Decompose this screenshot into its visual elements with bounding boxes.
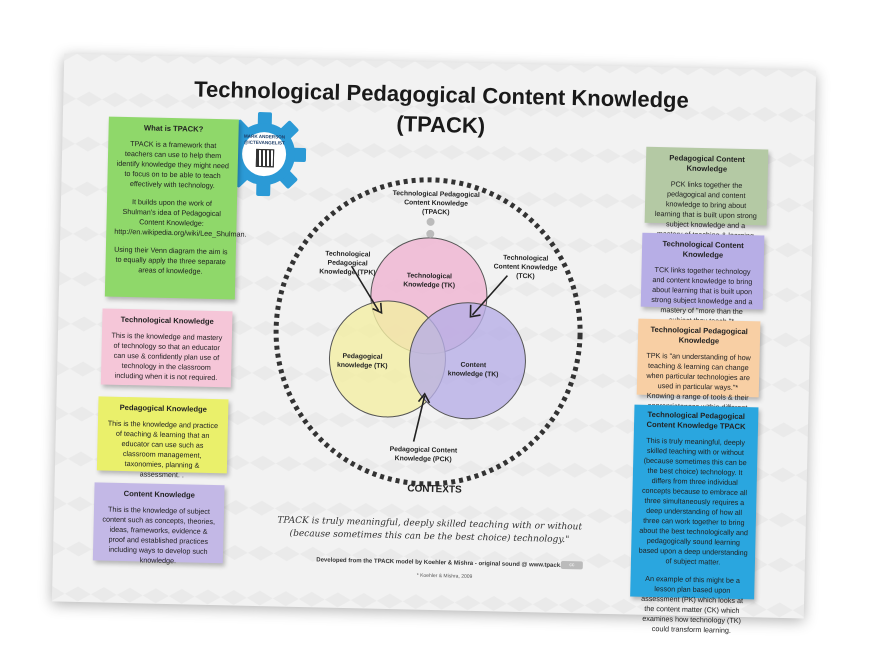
tck-label: Technological Content Knowledge (TCK) bbox=[493, 254, 558, 281]
box-text: TCK links together technology and conten… bbox=[651, 264, 753, 326]
ck-circle bbox=[408, 302, 526, 420]
box-text: Using their Venn diagram the aim is to e… bbox=[114, 244, 228, 276]
tpk-box: Technological Pedagogical Knowledge TPK … bbox=[636, 318, 761, 421]
ck-label: Content knowledge (TK) bbox=[447, 361, 499, 379]
gear-badge-text: MARK ANDERSON @ICTEVANGELIST bbox=[240, 134, 288, 147]
technological-knowledge-box: Technological Knowledge This is the know… bbox=[100, 308, 233, 388]
tpack-dot bbox=[426, 217, 435, 226]
tpk-label: Technological Pedagogical Knowledge (TPK… bbox=[319, 250, 376, 277]
pck-arrow bbox=[412, 395, 426, 442]
tpk-arrow-head bbox=[372, 302, 383, 315]
content-knowledge-box: Content Knowledge This is the knowledge … bbox=[92, 482, 225, 565]
box-text: This is the knowledge and mastery of tec… bbox=[111, 330, 223, 383]
author-handle: @ICTEVANGELIST bbox=[243, 139, 285, 146]
box-title: Pedagogical Knowledge bbox=[119, 402, 208, 414]
box-title: Technological Pedagogical Knowledge bbox=[650, 324, 748, 346]
pck-label: Pedagogical Content Knowledge (PCK) bbox=[389, 446, 458, 464]
box-text: An example of this might be a lesson pla… bbox=[641, 573, 744, 635]
tpack-center-label: Technological Pedagogical Content Knowle… bbox=[392, 190, 480, 217]
qr-code-icon bbox=[255, 148, 275, 168]
pck-box: Pedagogical Content Knowledge PCK links … bbox=[644, 146, 769, 250]
tpack-quote: TPACK is truly meaningful, deeply skille… bbox=[277, 515, 583, 546]
box-text: This is the knowledge and practice of te… bbox=[107, 418, 219, 480]
box-title: Technological Knowledge bbox=[120, 314, 214, 326]
box-text: It builds upon the work of Shulman's ide… bbox=[114, 197, 247, 239]
tpack-poster: Technological Pedagogical Content Knowle… bbox=[51, 53, 817, 635]
tck-arrow-head bbox=[469, 304, 481, 318]
pck-arrow-head bbox=[417, 392, 431, 404]
tck-arrow bbox=[471, 275, 508, 316]
box-text: This is the knowledge of subject content… bbox=[102, 504, 216, 566]
citation: * Koehler & Mishra, 2009 bbox=[416, 572, 473, 580]
box-title: Content Knowledge bbox=[123, 489, 196, 500]
box-text: TPACK is a framework that teachers can u… bbox=[116, 139, 230, 190]
box-text: This is truly meaningful, deeply skilled… bbox=[638, 435, 749, 567]
tpack-dot bbox=[426, 229, 435, 238]
tck-box: Technological Content Knowledge TCK link… bbox=[640, 232, 765, 326]
box-title: Technological Pedagogical Content Knowle… bbox=[646, 409, 746, 432]
what-is-tpack-box: What is TPACK? TPACK is a framework that… bbox=[104, 116, 247, 300]
pedagogical-knowledge-box: Pedagogical Knowledge This is the knowle… bbox=[96, 396, 229, 479]
contexts-label: CONTEXTS bbox=[407, 483, 462, 496]
cc-license-icon: cc bbox=[560, 560, 583, 570]
box-title: Technological Content Knowledge bbox=[662, 239, 744, 260]
tpack-definition-box: Technological Pedagogical Content Knowle… bbox=[630, 404, 759, 635]
pk-label: Pedagogical knowledge (TK) bbox=[336, 352, 388, 370]
tpack-venn-diagram bbox=[273, 177, 583, 487]
tk-label: Technological Knowledge (TK) bbox=[403, 272, 456, 290]
credit-line: Developed from the TPACK model by Koehle… bbox=[316, 557, 572, 570]
box-title: What is TPACK? bbox=[143, 123, 204, 134]
contexts-ring bbox=[273, 177, 583, 487]
tpk-arrow bbox=[350, 265, 380, 312]
box-title: Pedagogical Content Knowledge bbox=[669, 153, 745, 174]
